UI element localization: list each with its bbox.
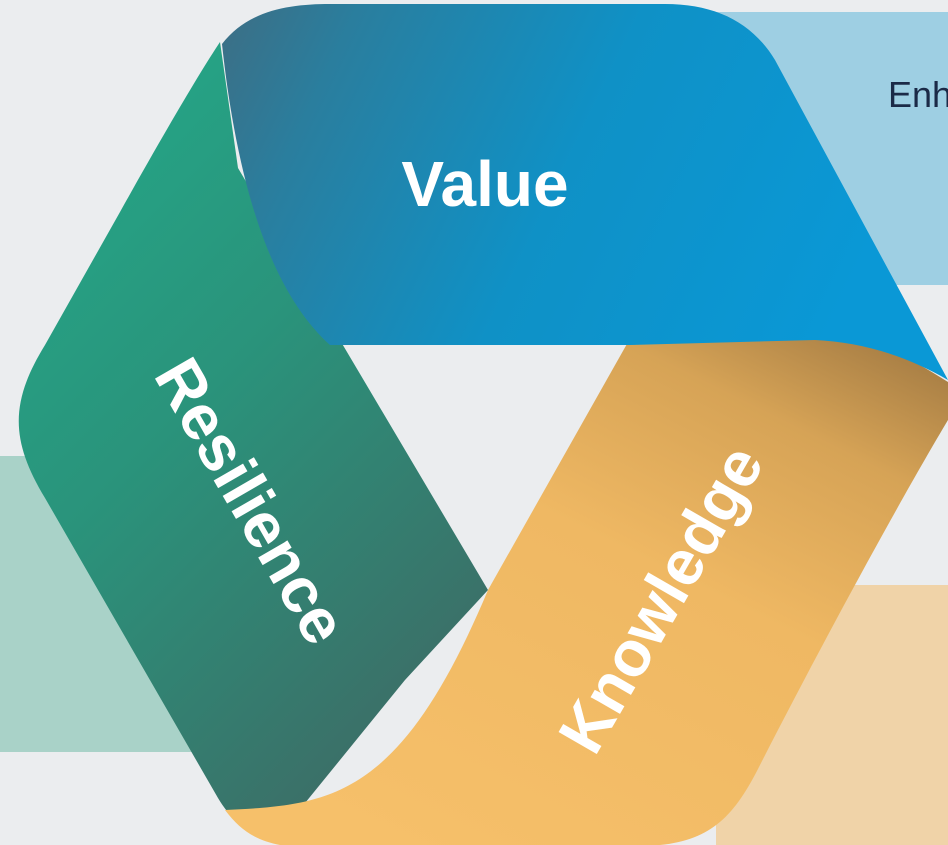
top-right-panel-text: Enh	[888, 74, 948, 115]
value-label: Value	[401, 148, 568, 220]
value-ribbon	[222, 4, 948, 380]
knowledge-ribbon	[225, 330, 948, 845]
resilience-ribbon	[18, 42, 488, 840]
